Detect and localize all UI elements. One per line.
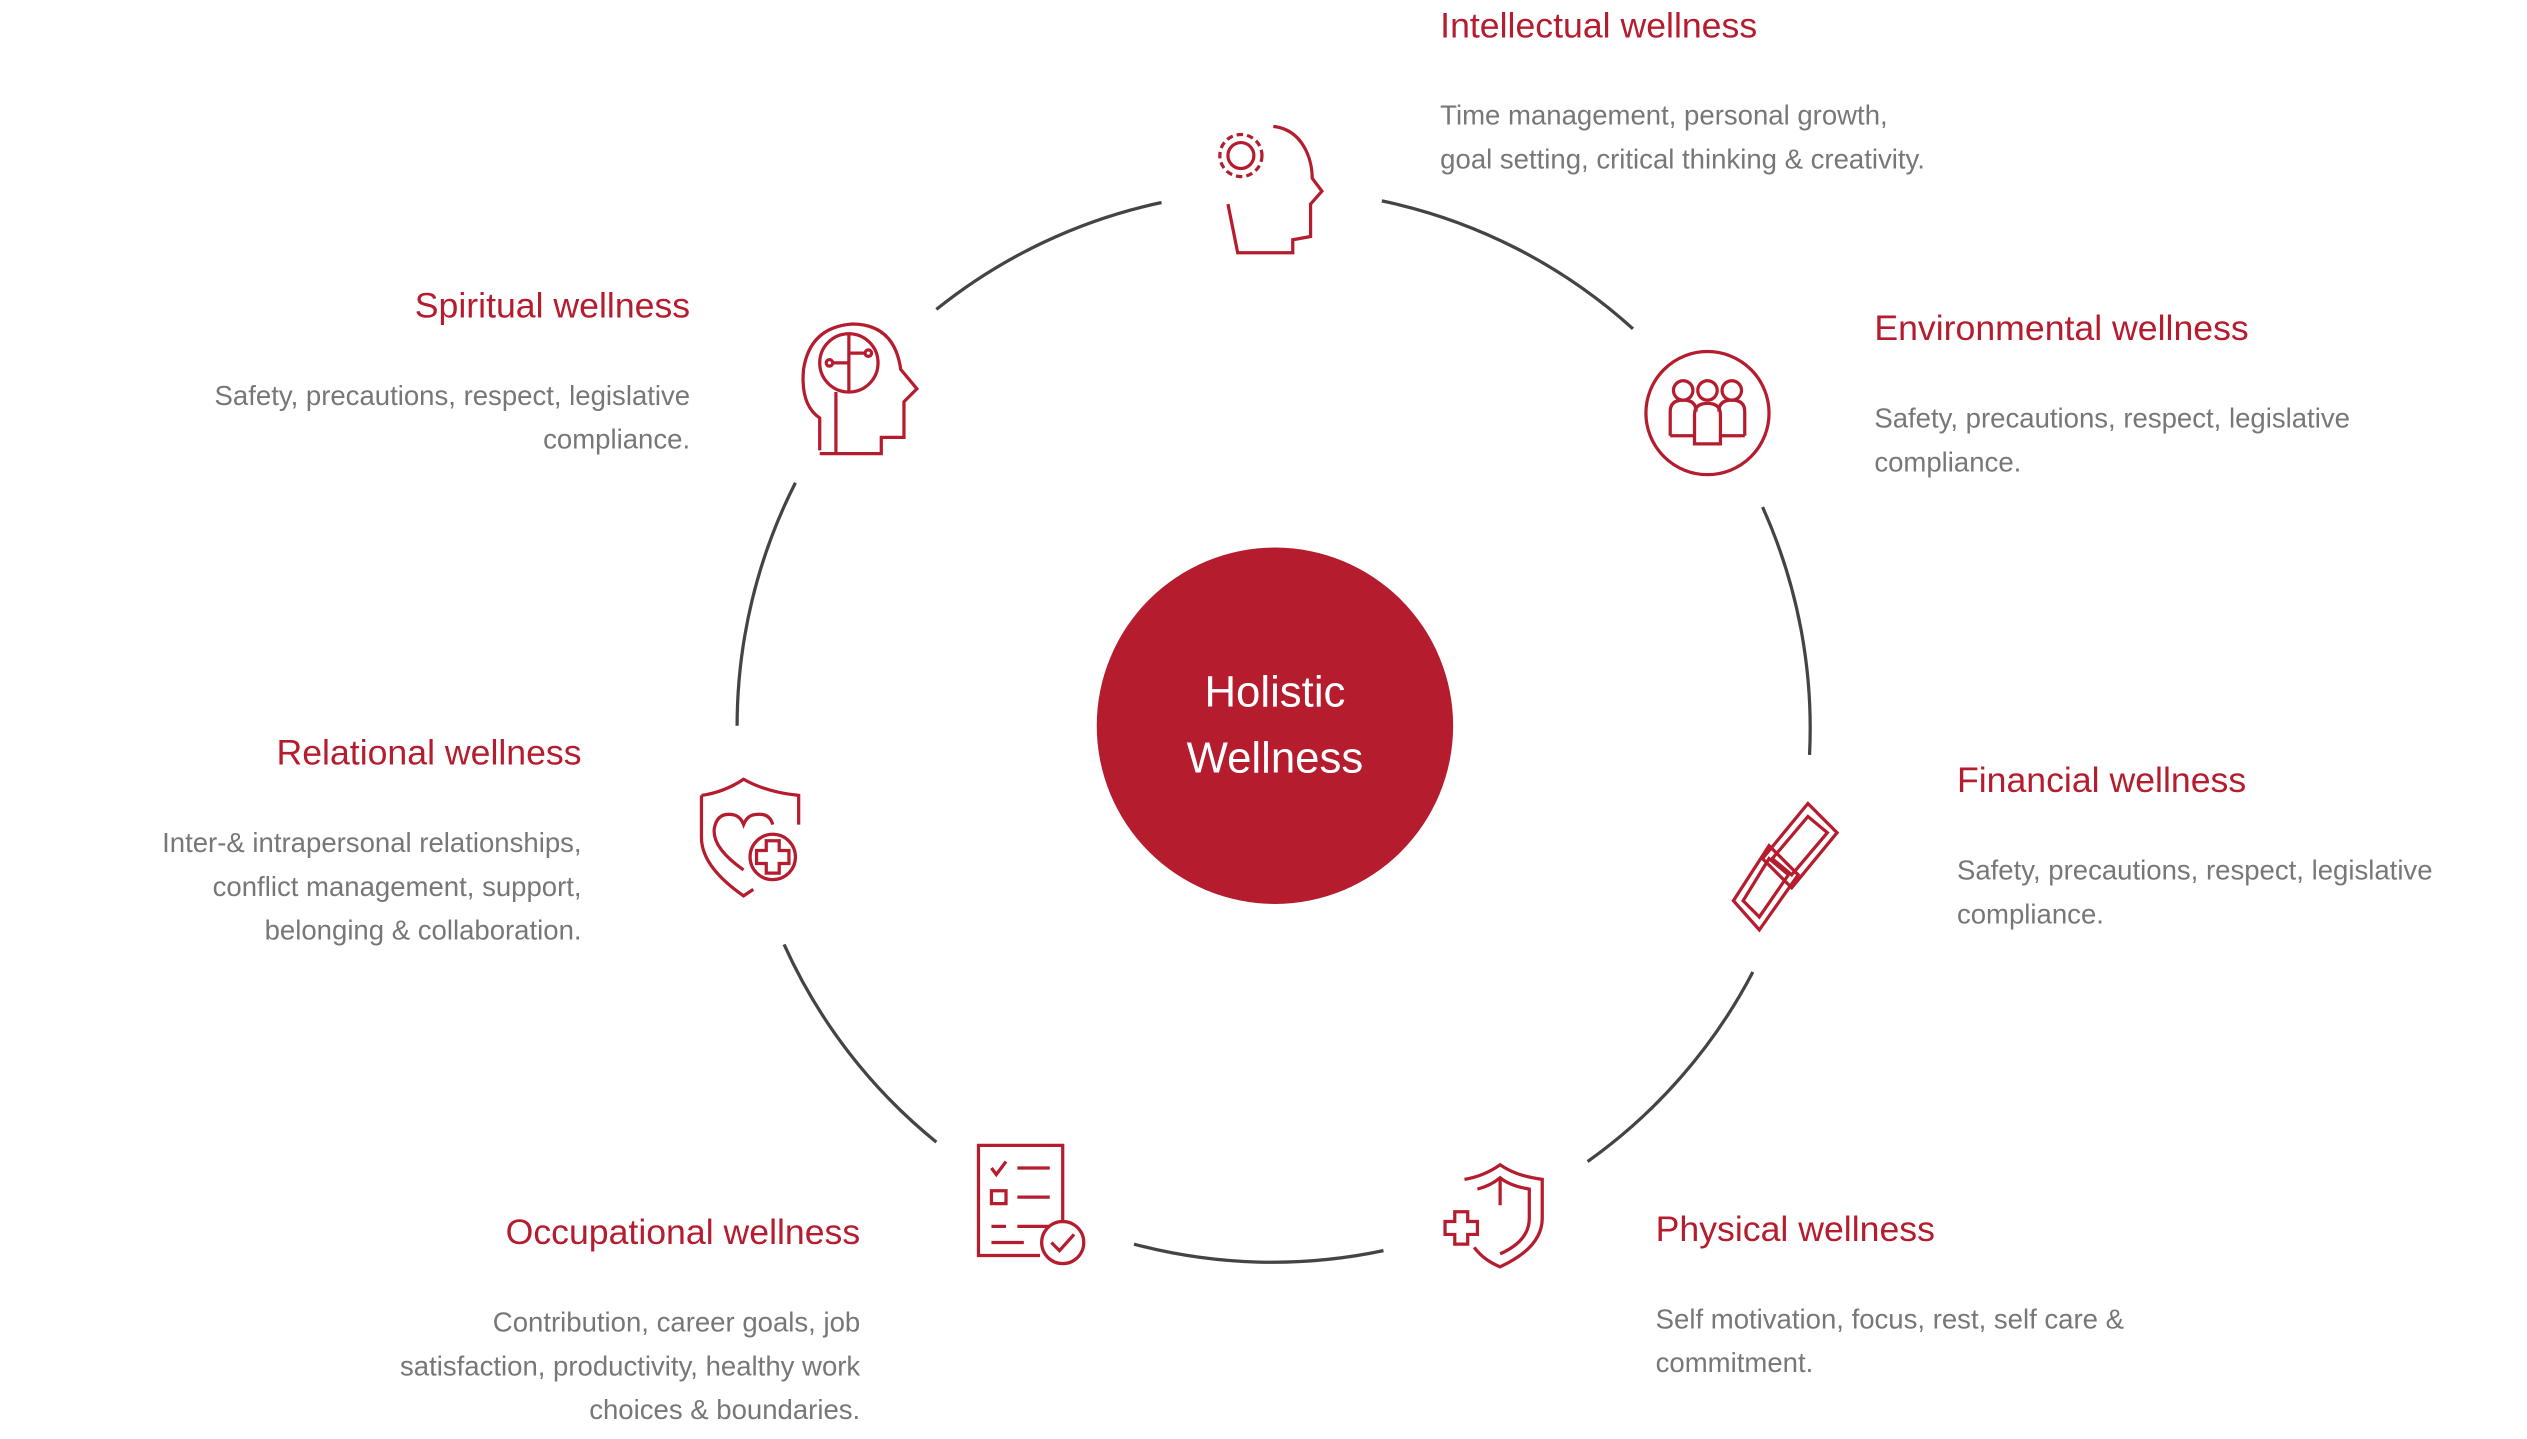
- item-desc-line: Inter-& intrapersonal relationships,: [162, 827, 582, 859]
- group-people-icon: [1644, 349, 1771, 477]
- item-desc: Contribution, career goals, job satisfact…: [400, 1301, 860, 1432]
- checklist-icon: [976, 1143, 1086, 1266]
- item-desc: Self motivation, focus, rest, self care …: [1656, 1298, 2124, 1385]
- ring-arc: [735, 482, 797, 726]
- item-desc: Safety, precautions, respect, legislativ…: [1874, 397, 2350, 484]
- item-physical: Physical wellness Self motivation, focus…: [1656, 1205, 2124, 1385]
- item-title: Spiritual wellness: [414, 285, 691, 326]
- item-desc-line: Self motivation, focus, rest, self care …: [1655, 1304, 2125, 1335]
- item-desc-line: conflict management, support,: [212, 871, 582, 903]
- item-desc-line: goal setting, critical thinking & creati…: [1440, 144, 1925, 175]
- item-desc-line: commitment.: [1655, 1347, 1814, 1379]
- item-desc-line: Safety, precautions, respect, legislativ…: [214, 380, 691, 412]
- ring-arc: [1586, 971, 1755, 1163]
- item-occupational: Occupational wellness Contribution, care…: [400, 1209, 860, 1433]
- item-desc-line: choices & boundaries.: [589, 1394, 861, 1426]
- item-desc: Inter-& intrapersonal relationships, conf…: [162, 821, 581, 952]
- item-desc-line: satisfaction, productivity, healthy work: [399, 1351, 861, 1382]
- item-intellectual: Intellectual wellness Time management, p…: [1440, 2, 1925, 182]
- item-desc-line: belonging & collaboration.: [264, 915, 582, 947]
- item-title: Financial wellness: [1956, 759, 2247, 801]
- item-desc: Safety, precautions, respect, legislativ…: [1957, 849, 2433, 936]
- item-title: Physical wellness: [1655, 1208, 1935, 1250]
- item-desc-line: Contribution, career goals, job: [492, 1307, 861, 1339]
- ring-arc: [1761, 506, 1812, 755]
- medical-shield-icon: [1443, 1162, 1544, 1269]
- item-desc-line: compliance.: [543, 424, 691, 456]
- item-title: Environmental wellness: [1874, 307, 2249, 349]
- item-title: Intellectual wellness: [1440, 4, 1758, 46]
- item-desc-line: compliance.: [1874, 447, 2022, 478]
- center-holistic-wellness: Holistic Wellness: [1096, 547, 1454, 904]
- item-spiritual: Spiritual wellness Safety, precautions, …: [215, 282, 691, 462]
- center-label-line1: Holistic: [1204, 667, 1346, 717]
- item-environmental: Environmental wellness Safety, precautio…: [1874, 305, 2350, 485]
- item-desc: Time management, personal growth, goal se…: [1440, 94, 1925, 181]
- ring-arc: [935, 200, 1162, 311]
- item-financial: Financial wellness Safety, precautions, …: [1957, 757, 2433, 937]
- heart-shield-icon: [699, 777, 801, 898]
- item-title: Relational wellness: [276, 732, 582, 773]
- item-desc-line: compliance.: [1956, 899, 2104, 930]
- item-title: Occupational wellness: [505, 1211, 861, 1253]
- chain-link-icon: [1731, 801, 1840, 933]
- head-gear-icon: [1218, 124, 1325, 255]
- item-desc-line: Safety, precautions, respect, legislativ…: [1874, 403, 2350, 435]
- item-desc: Safety, precautions, respect, legislativ…: [215, 374, 691, 461]
- item-relational: Relational wellness Inter-& intrapersona…: [162, 729, 581, 953]
- head-mind-icon: [801, 322, 920, 456]
- ring-arc: [1133, 1242, 1384, 1264]
- center-label-line2: Wellness: [1186, 733, 1364, 783]
- ring-arc: [1381, 199, 1635, 331]
- item-desc-line: Safety, precautions, respect, legislativ…: [1956, 855, 2433, 887]
- item-desc-line: Time management, personal growth,: [1440, 100, 1888, 132]
- ring-arc: [782, 943, 938, 1144]
